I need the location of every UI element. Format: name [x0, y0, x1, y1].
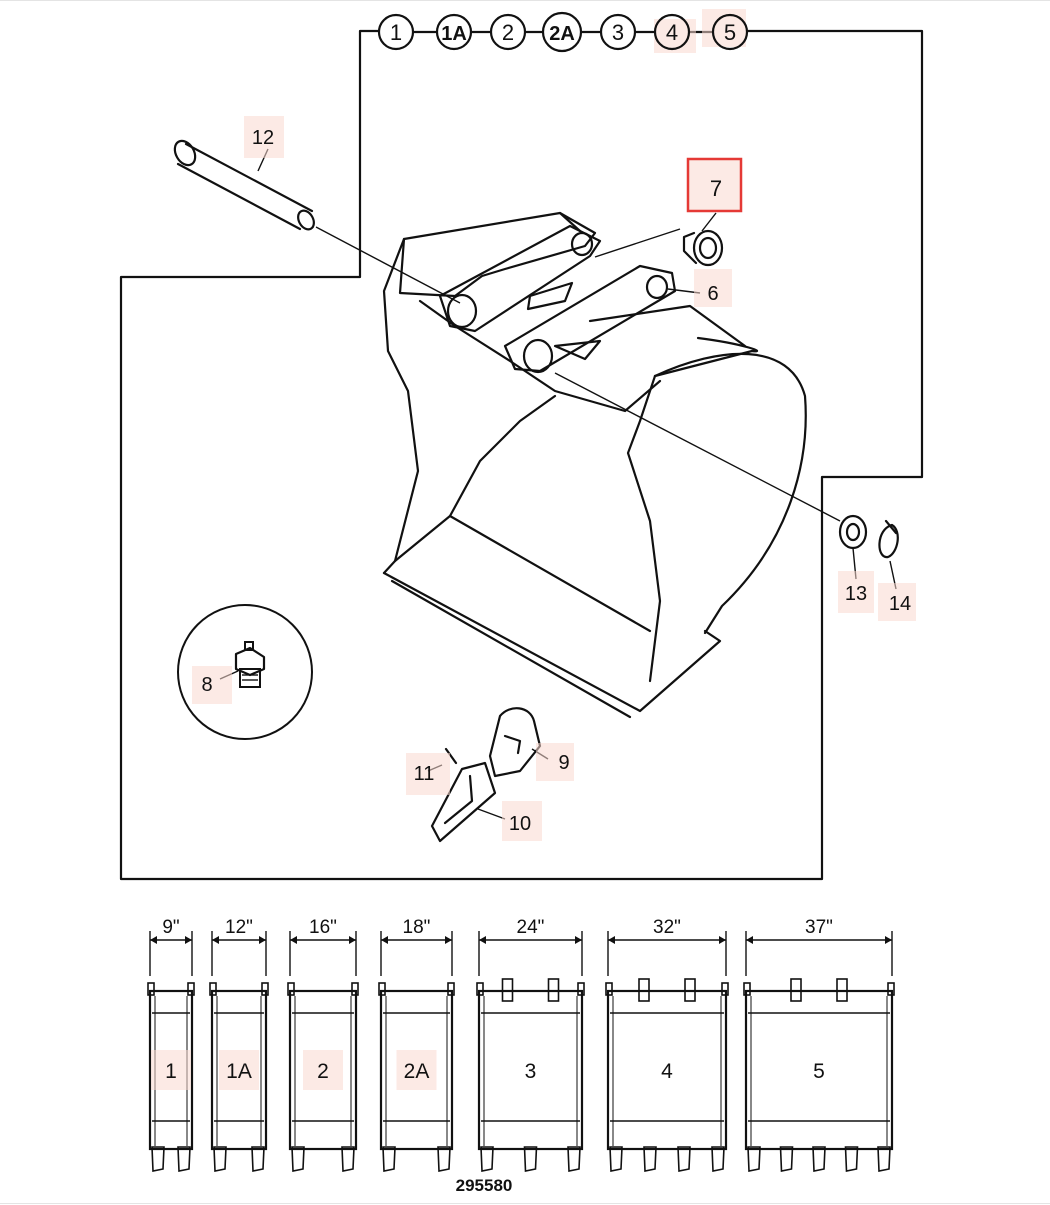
variant-circle-3[interactable]: 3 [599, 13, 637, 51]
bucket-label: 1 [165, 1060, 177, 1083]
svg-text:2A: 2A [549, 23, 575, 45]
callout-9[interactable]: 9 [536, 743, 574, 781]
callout-6[interactable]: 6 [694, 269, 732, 307]
bucket-variant-6[interactable]: 32" 4 [605, 917, 729, 1172]
variant-circle-4[interactable]: 4 [653, 13, 696, 53]
bucket-label: 2A [404, 1060, 430, 1083]
bucket-variant-3[interactable]: 16" 2 [287, 917, 359, 1172]
width-label: 37" [805, 917, 833, 938]
svg-text:3: 3 [612, 20, 624, 45]
width-label: 12" [225, 917, 253, 938]
bucket-variant-2[interactable]: 12" 1A [209, 917, 269, 1172]
variant-row: 1 1A 2 2A 3 4 5 [377, 9, 749, 53]
svg-text:11: 11 [414, 763, 435, 785]
variant-circle-5[interactable]: 5 [702, 9, 749, 51]
part-number-label: 295580 [456, 1176, 513, 1195]
callout-8[interactable]: 8 [192, 666, 232, 704]
width-label: 16" [309, 917, 337, 938]
svg-text:12: 12 [252, 127, 274, 149]
svg-text:14: 14 [889, 593, 911, 615]
callout-10[interactable]: 10 [502, 801, 542, 841]
svg-text:1A: 1A [441, 23, 467, 45]
callout-12[interactable]: 12 [244, 116, 284, 158]
svg-text:2: 2 [502, 20, 514, 45]
bushing-part-7 [682, 212, 724, 267]
bucket-label: 3 [525, 1060, 537, 1083]
clip-part-14 [878, 519, 899, 590]
width-label: 32" [653, 917, 681, 938]
callout-14[interactable]: 14 [878, 583, 916, 621]
bucket-variant-4[interactable]: 18" 2A [378, 917, 455, 1172]
svg-text:1: 1 [390, 20, 402, 45]
variant-circle-1a[interactable]: 1A [435, 13, 473, 51]
detail-circle-grease-nipple [177, 604, 313, 740]
bucket-variant-7[interactable]: 37" 5 [743, 917, 895, 1172]
svg-text:10: 10 [509, 813, 531, 835]
svg-text:13: 13 [845, 583, 867, 605]
width-label: 24" [517, 917, 545, 938]
bucket-width-chart: 9" 1 12" 1A 16" 2 18" 2A 24" 3 32" 4 37" 5 [147, 917, 895, 1172]
bucket-label: 5 [813, 1060, 825, 1083]
variant-circle-1[interactable]: 1 [377, 13, 415, 51]
svg-text:9: 9 [558, 752, 569, 774]
width-label: 9" [162, 917, 179, 938]
adapter-part-10 [430, 761, 506, 843]
bucket-label: 4 [661, 1060, 673, 1083]
assembly-outline [119, 29, 924, 881]
bucket-variant-1[interactable]: 9" 1 [147, 917, 195, 1172]
pin-part-12 [173, 139, 461, 304]
bucket-label: 1A [226, 1060, 252, 1083]
bucket-body [382, 211, 841, 719]
svg-text:7: 7 [710, 176, 722, 201]
callout-11[interactable]: 11 [406, 753, 450, 795]
bucket-label: 2 [317, 1060, 329, 1083]
svg-text:4: 4 [666, 20, 678, 45]
bucket-variant-5[interactable]: 24" 3 [476, 917, 585, 1172]
variant-circle-2a[interactable]: 2A [541, 11, 583, 53]
svg-text:5: 5 [724, 20, 736, 45]
washer-part-13 [838, 514, 868, 580]
width-label: 18" [403, 917, 431, 938]
variant-circle-2[interactable]: 2 [489, 13, 527, 51]
svg-text:8: 8 [201, 674, 212, 696]
svg-text:6: 6 [707, 283, 718, 305]
callout-13[interactable]: 13 [838, 571, 874, 613]
callout-7-selected[interactable]: 7 [686, 157, 743, 213]
